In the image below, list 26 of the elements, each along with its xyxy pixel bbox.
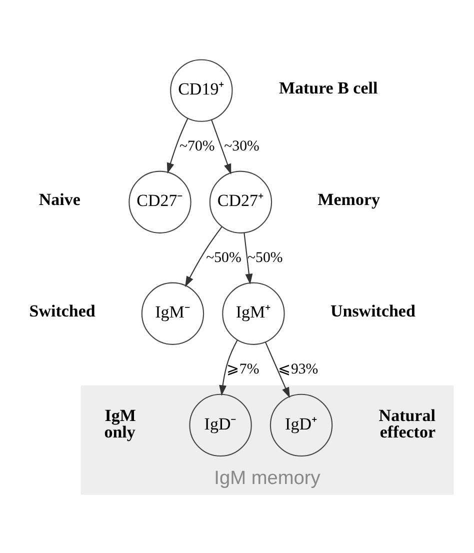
node-label: Naive: [38, 190, 80, 209]
edge-label: ⩽93%: [278, 360, 318, 377]
node-circle: IgD⁺: [270, 393, 333, 456]
arrow: [211, 119, 232, 174]
node-circle: IgD⁻: [189, 393, 252, 456]
edge-label: ~70%: [180, 138, 215, 154]
edge-label: ⩾7%: [226, 360, 260, 377]
arrow: [265, 342, 290, 398]
node-label: Mature B cell: [278, 78, 378, 98]
edge-label: ~30%: [224, 138, 260, 154]
edge-label: ~50%: [248, 249, 283, 266]
arrow: [244, 232, 253, 284]
node-label: Natural effector: [378, 405, 436, 442]
node-circle: IgM⁻: [141, 282, 204, 344]
node-circle: CD27⁺: [209, 170, 272, 233]
node-label: IgM only: [104, 405, 136, 442]
node-circle: CD27⁻: [128, 170, 192, 233]
node-circle: CD19⁺: [170, 58, 233, 122]
edge-label: ~50%: [206, 249, 242, 266]
node-label: Memory: [318, 190, 380, 209]
arrow: [185, 226, 222, 286]
node-label: Switched: [29, 301, 96, 320]
node-label: Unswitched: [330, 301, 416, 320]
arrow: [219, 339, 238, 396]
arrow: [166, 118, 188, 174]
node-circle: IgM⁺: [222, 282, 285, 344]
